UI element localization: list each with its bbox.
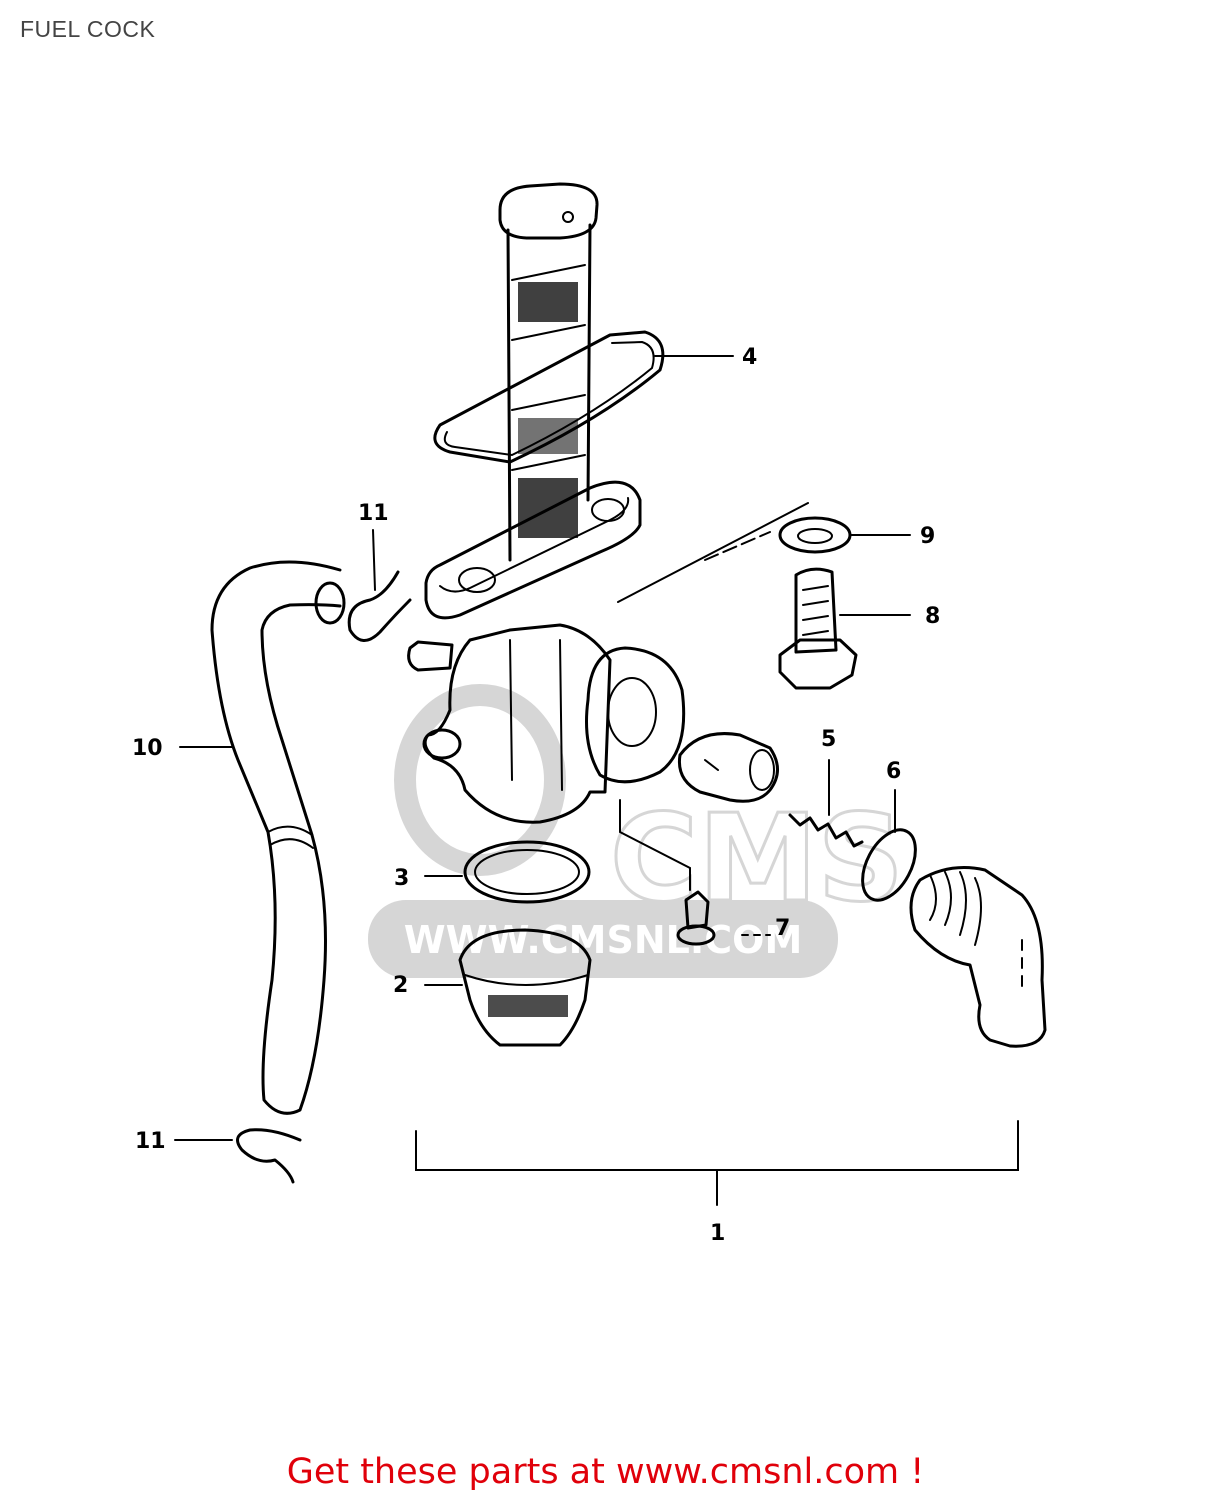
cta-link[interactable]: Get these parts at www.cmsnl.com ! xyxy=(286,1452,925,1492)
bolt xyxy=(778,567,858,690)
fuel-hose xyxy=(210,560,346,1115)
callout-1: 1 xyxy=(710,1221,725,1246)
callout-5: 5 xyxy=(821,727,836,752)
leader-lines xyxy=(174,355,1019,1206)
callout-10: 10 xyxy=(132,736,163,761)
watermark-url: WWW.CMSNL.COM xyxy=(404,918,803,962)
o-ring-gasket xyxy=(433,330,665,464)
washer xyxy=(778,516,852,554)
callout-3: 3 xyxy=(394,866,409,891)
mounting-flange xyxy=(424,480,642,620)
callout-8: 8 xyxy=(925,604,940,629)
callout-4: 4 xyxy=(742,345,757,370)
o-ring-large xyxy=(463,840,591,904)
callout-2: 2 xyxy=(393,973,408,998)
callout-6: 6 xyxy=(886,759,901,784)
hose-clip-top xyxy=(347,570,412,642)
strainer xyxy=(498,182,599,562)
valve-body xyxy=(407,623,686,824)
valve-knob xyxy=(909,866,1047,1048)
spring xyxy=(788,813,864,848)
cup xyxy=(458,928,592,1047)
o-ring-small xyxy=(861,828,917,902)
callout-7: 7 xyxy=(775,916,790,941)
callout-9: 9 xyxy=(920,524,935,549)
lever-shaft xyxy=(677,732,779,803)
exploded-parts-diagram: CMS WWW.CMSNL.COM xyxy=(132,182,1047,1246)
watermark: CMS WWW.CMSNL.COM xyxy=(368,684,905,978)
hose-clip-bottom xyxy=(236,1128,302,1184)
watermark-url-band xyxy=(368,900,838,978)
callout-11-top: 11 xyxy=(358,501,389,526)
screw xyxy=(676,890,716,946)
page-title: FUEL COCK xyxy=(20,16,156,42)
callout-11-bottom: 11 xyxy=(135,1129,166,1154)
